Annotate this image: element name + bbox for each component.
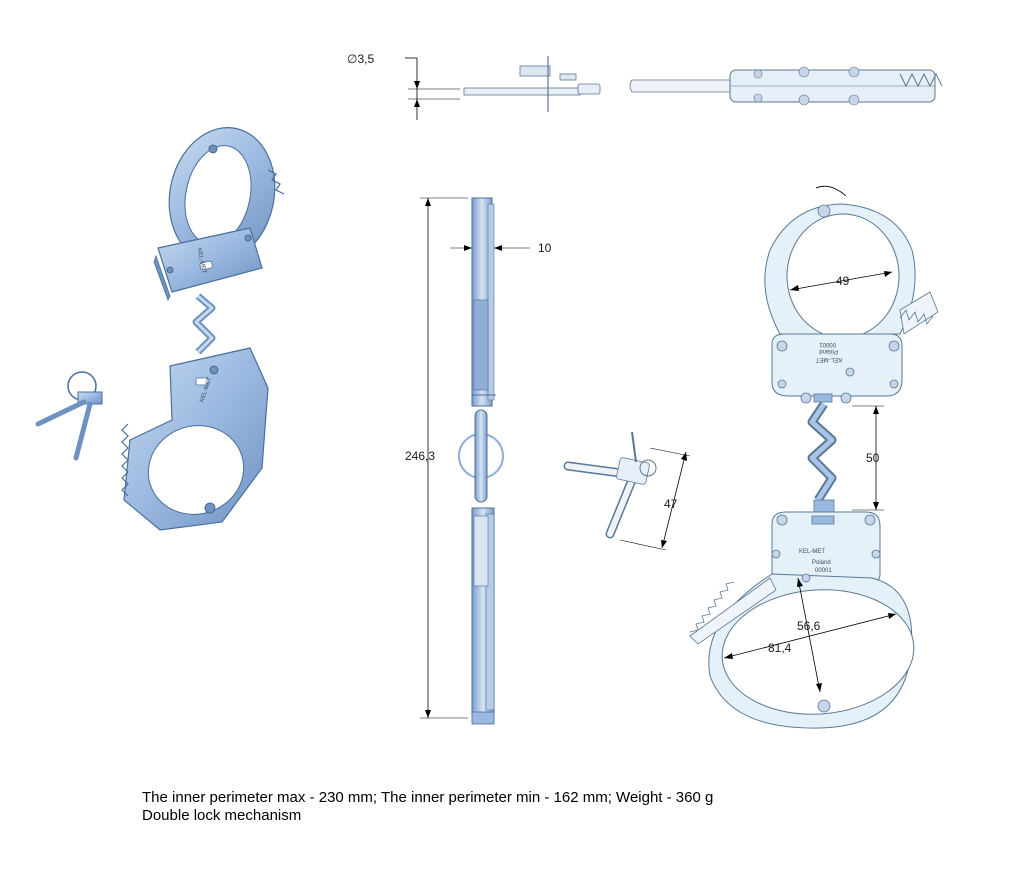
isometric-keys [35,371,103,461]
front-upper-serial: 00001 [819,341,836,347]
dim-thickness: 10 [538,241,552,255]
dim-lower-cuff-max: 81,4 [768,641,792,655]
front-chain: 50 [807,393,884,513]
key-detail: 47 [563,431,691,551]
dim-lower-cuff-min: 56,6 [797,619,821,633]
front-upper-cuff: 49 KEL-MET Poland 00001 [764,185,939,404]
dim-upper-cuff-inner: 49 [836,274,850,288]
isometric-handcuffs-view: KEL-MET KEL-MET [35,127,285,531]
top-handcuff-view [629,66,943,106]
front-lower-origin: Poland [812,560,831,566]
dim-chain-length: 50 [866,451,880,465]
dim-wire-diameter: ∅3,5 [347,52,374,66]
dim-overall-length: 246,3 [405,449,435,463]
front-lower-serial: 00001 [815,568,832,574]
front-upper-brand: KEL-MET [816,356,842,362]
side-view: 246,3 10 [405,197,552,725]
isometric-upper-cuff: KEL-MET [153,127,285,302]
isometric-chain [192,293,216,355]
isometric-upper-brand: KEL-MET [196,248,207,275]
dim-key-length: 47 [664,497,678,511]
front-view-handcuffs: 49 KEL-MET Poland 00001 [689,185,939,729]
specs-caption: The inner perimeter max - 230 mm; The in… [142,789,714,806]
lock-caption: Double lock mechanism [142,807,302,824]
isometric-lower-cuff: KEL-MET [121,347,269,531]
front-upper-origin: Poland [819,348,838,354]
front-lower-brand: KEL-MET [799,549,825,555]
front-lower-cuff: KEL-MET Poland 00001 56,6 81,4 [689,511,915,729]
top-key-view: ∅3,5 [347,52,601,120]
